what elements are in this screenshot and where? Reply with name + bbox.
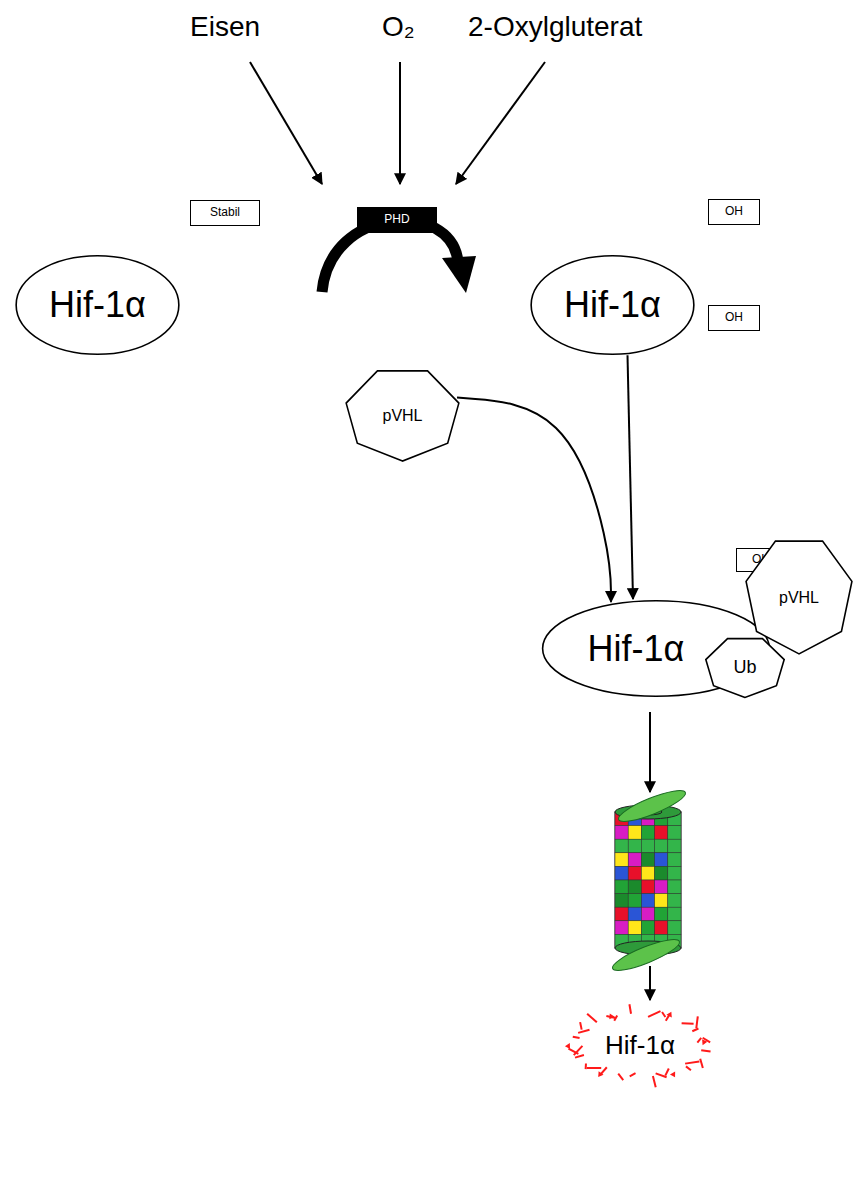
fragment-dash xyxy=(682,1022,694,1025)
state-tag: Stabil xyxy=(190,200,260,226)
fragment-dash xyxy=(630,1073,636,1076)
hydroxyl-tag: OH xyxy=(708,199,760,225)
fragment-dash xyxy=(587,1067,601,1069)
fragment-dash xyxy=(685,1062,699,1064)
fragment-dash xyxy=(606,1016,615,1018)
protein-ellipse: Hif-1α xyxy=(15,255,180,355)
node-text: OH xyxy=(725,205,743,218)
fragment-dash xyxy=(648,1011,660,1017)
ellipse-outline xyxy=(16,256,179,355)
fragment-dash xyxy=(587,1014,597,1023)
fragment-dash xyxy=(574,1046,583,1055)
degraded-protein: Hif-1α xyxy=(560,1005,720,1085)
node-text: Hif-1α xyxy=(49,285,146,325)
fragment-dash xyxy=(580,1022,582,1030)
heptagon-outline xyxy=(346,371,459,461)
node-text: Hif-1α xyxy=(605,1031,675,1060)
ellipse-outline xyxy=(531,256,694,355)
proteasome xyxy=(610,785,689,976)
fragment-dash xyxy=(662,1012,665,1017)
input-arrow xyxy=(250,62,322,184)
hydroxyl-tag: OH xyxy=(708,305,760,331)
node-text: pVHL xyxy=(779,589,819,607)
input-label: O₂ xyxy=(382,12,415,43)
fragment-dash xyxy=(575,1055,584,1058)
fragment-tip xyxy=(666,1012,671,1018)
fragment-dash xyxy=(697,1038,701,1043)
fragment-dash xyxy=(696,1016,697,1028)
flow-connector xyxy=(628,355,634,599)
fragment-tip xyxy=(670,1071,675,1077)
reaction-arrowhead xyxy=(442,256,476,293)
node-text: pVHL xyxy=(382,407,422,425)
fragment-dash xyxy=(701,1050,710,1051)
fragment-dash xyxy=(578,1030,589,1033)
node-text: Ub xyxy=(733,658,756,678)
ligase-heptagon: pVHL xyxy=(745,540,853,655)
heptagon-outline xyxy=(746,541,852,654)
fragment-dash xyxy=(585,1064,587,1070)
input-arrow xyxy=(456,62,545,184)
fragment-dash xyxy=(573,1037,580,1038)
fragment-dash xyxy=(686,1066,691,1070)
flow-arrow xyxy=(649,966,651,1000)
node-text: Stabil xyxy=(210,206,240,219)
fragment-dash xyxy=(618,1074,623,1080)
heptagon-outline xyxy=(706,639,784,698)
fragment-dash xyxy=(656,1073,667,1077)
ubiquitin-heptagon: Ub xyxy=(705,638,785,698)
node-text: Hif-1α xyxy=(588,629,685,669)
fragment-tip xyxy=(598,1071,603,1077)
enzyme-box: PHD xyxy=(357,207,437,233)
node-text: PHD xyxy=(384,213,409,226)
node-text: OH xyxy=(725,311,743,324)
input-label: 2-Oxylgluterat xyxy=(468,12,642,43)
protein-ellipse: Hif-1α xyxy=(530,255,695,355)
input-arrow xyxy=(399,62,401,184)
fragment-dash xyxy=(703,1038,711,1043)
node-text: Hif-1α xyxy=(564,285,661,325)
input-label: Eisen xyxy=(190,12,260,43)
fragment-dash xyxy=(700,1059,703,1068)
fragment-dash xyxy=(653,1076,656,1087)
fragment-tip xyxy=(565,1043,570,1049)
fragment-dash xyxy=(692,1028,698,1031)
flow-arrow xyxy=(649,712,651,792)
fragment-dash xyxy=(665,1069,668,1076)
fragment-dash xyxy=(629,1004,631,1014)
flow-connector xyxy=(457,398,611,602)
ligase-heptagon: pVHL xyxy=(345,370,460,462)
